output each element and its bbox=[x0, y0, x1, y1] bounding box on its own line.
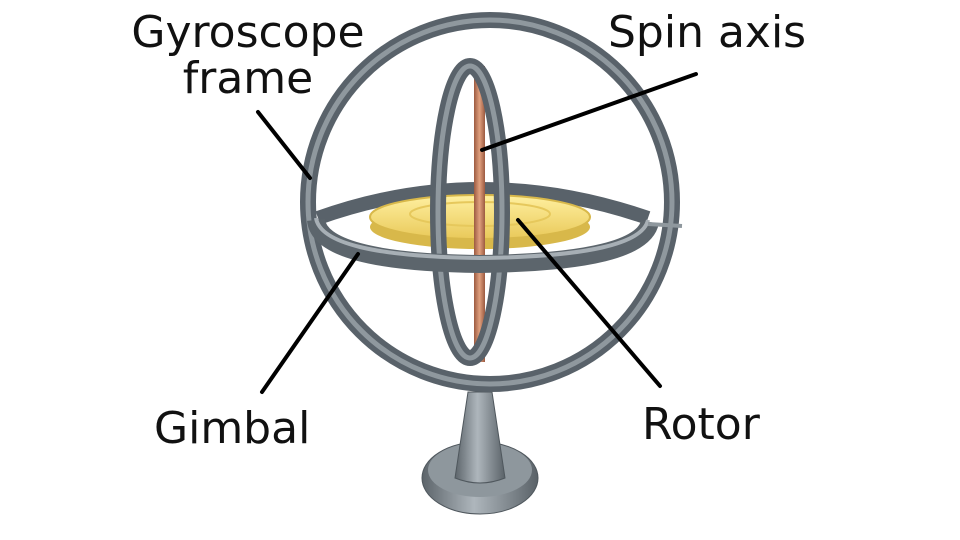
label-spin-axis: Spin axis bbox=[608, 7, 807, 58]
label-gyroscope-frame-line1: Gyroscope bbox=[131, 7, 365, 58]
gimbal-ring-front bbox=[307, 218, 659, 274]
label-gyroscope-frame-line2: frame bbox=[182, 53, 314, 104]
inner-gimbal-ring-highlight bbox=[435, 63, 505, 361]
leader-gimbal bbox=[260, 252, 360, 394]
leader-spin-axis bbox=[480, 72, 698, 152]
stand-pedestal bbox=[454, 391, 506, 484]
label-gimbal: Gimbal bbox=[154, 403, 311, 454]
spin-axle bbox=[474, 66, 485, 362]
stand bbox=[421, 391, 539, 515]
pivot-pin bbox=[647, 222, 683, 228]
label-gyroscope-frame: Gyroscope frame bbox=[128, 10, 368, 102]
gyroscope-frame-ring-highlight bbox=[305, 17, 675, 387]
gimbal-ring-front-highlight bbox=[314, 217, 650, 261]
leader-gyroscope-frame bbox=[256, 110, 312, 180]
leader-rotor bbox=[516, 218, 662, 388]
label-rotor: Rotor bbox=[642, 399, 760, 450]
leader-lines bbox=[256, 72, 698, 394]
